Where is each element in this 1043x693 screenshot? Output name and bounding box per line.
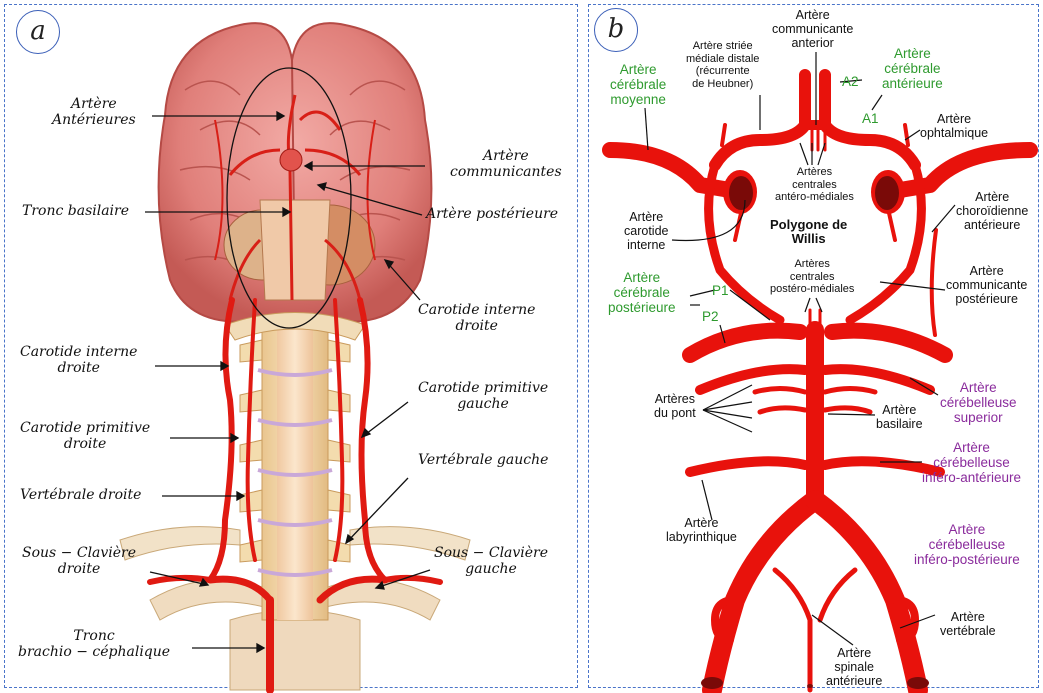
label-a2: A2 (842, 74, 859, 89)
label-cerebrale-posterieure: Artère cérébrale postérieure (608, 270, 676, 315)
label-line: Artère (956, 190, 1028, 204)
label-line: Artères (770, 258, 854, 271)
label-line: antérieure (956, 218, 1028, 232)
label-line: Willis (770, 232, 847, 246)
label-line: choroïdienne (956, 204, 1028, 218)
label-line: interne (624, 238, 668, 252)
label-line: Artère (940, 380, 1017, 395)
label-p2: P2 (702, 309, 719, 324)
label-line: Polygone de (770, 218, 847, 232)
label-line: antérieure (826, 674, 882, 688)
label-line: cérébelleuse (922, 455, 1021, 470)
label-line: anterior (772, 36, 853, 50)
panel-b-letter: b (594, 8, 638, 52)
label-centrales-antero-mediales: Artères centrales antéro-médiales (775, 166, 854, 204)
label-a1: A1 (862, 111, 879, 126)
label-labyrinthique: Artère labyrinthique (666, 516, 737, 544)
label-line: Artère (946, 264, 1027, 278)
label-line: cérébelleuse (940, 395, 1017, 410)
label-line: Artère (914, 522, 1020, 537)
label-line: Artère (922, 440, 1021, 455)
label-line: centrales (775, 179, 854, 192)
label-line: Artère (624, 210, 668, 224)
label-line: Artère (610, 62, 666, 77)
label-ophtalmique: Artère ophtalmique (920, 112, 988, 140)
label-cerebelleuse-superior: Artère cérébelleuse superior (940, 380, 1017, 425)
label-spinale-anterieure: Artère spinale antérieure (826, 646, 882, 688)
label-cerebelleuse-infero-posterieure: Artère cérébelleuse inféro-postérieure (914, 522, 1020, 567)
label-line: postérieure (608, 300, 676, 315)
label-cerebrale-anterieure: Artère cérébrale antérieure (882, 46, 943, 91)
label-p1: P1 (712, 283, 729, 298)
label-line: cérébrale (610, 77, 666, 92)
label-carotide-interne: Artère carotide interne (624, 210, 668, 252)
label-line: cérébrale (608, 285, 676, 300)
label-polygone-de-willis: Polygone de Willis (770, 218, 847, 246)
label-line: Artère (882, 46, 943, 61)
label-line: Artère (876, 403, 923, 417)
label-line: basilaire (876, 417, 923, 431)
label-line: du pont (654, 406, 696, 420)
label-line: antérieure (882, 76, 943, 91)
label-line: antéro-médiales (775, 191, 854, 204)
label-line: (récurrente (686, 65, 759, 78)
label-line: communicante (946, 278, 1027, 292)
label-line: postérieure (946, 292, 1027, 306)
label-basilaire: Artère basilaire (876, 403, 923, 431)
label-line: Artère striée (686, 40, 759, 53)
label-cerebelleuse-infero-anterieure: Artère cérébelleuse inféro-antérieure (922, 440, 1021, 485)
label-line: spinale (826, 660, 882, 674)
label-line: Artère (920, 112, 988, 126)
label-line: Artère (772, 8, 853, 22)
label-line: inféro-antérieure (922, 470, 1021, 485)
label-line: Artère (940, 610, 996, 624)
label-arteres-du-pont: Artères du pont (654, 392, 696, 420)
label-vertebrale: Artère vertébrale (940, 610, 996, 638)
label-line: Artère (608, 270, 676, 285)
label-line: postéro-médiales (770, 283, 854, 296)
label-line: de Heubner) (686, 78, 759, 91)
label-line: Artère (826, 646, 882, 660)
label-line: Artères (654, 392, 696, 406)
label-line: inféro-postérieure (914, 552, 1020, 567)
label-communicante-posterieure: Artère communicante postérieure (946, 264, 1027, 306)
label-line: Artères (775, 166, 854, 179)
label-line: superior (940, 410, 1017, 425)
label-line: centrales (770, 271, 854, 284)
label-line: cérébelleuse (914, 537, 1020, 552)
label-line: médiale distale (686, 53, 759, 66)
label-striee-mediale: Artère striée médiale distale (récurrent… (686, 40, 759, 90)
label-centrales-postero-mediales: Artères centrales postéro-médiales (770, 258, 854, 296)
label-communicante-anterior: Artère communicante anterior (772, 8, 853, 50)
label-line: carotide (624, 224, 668, 238)
label-line: ophtalmique (920, 126, 988, 140)
label-line: vertébrale (940, 624, 996, 638)
label-line: labyrinthique (666, 530, 737, 544)
label-cerebrale-moyenne: Artère cérébrale moyenne (610, 62, 666, 107)
label-line: cérébrale (882, 61, 943, 76)
label-line: moyenne (610, 92, 666, 107)
label-choroidienne-anterieure: Artère choroïdienne antérieure (956, 190, 1028, 232)
label-line: Artère (666, 516, 737, 530)
label-line: communicante (772, 22, 853, 36)
